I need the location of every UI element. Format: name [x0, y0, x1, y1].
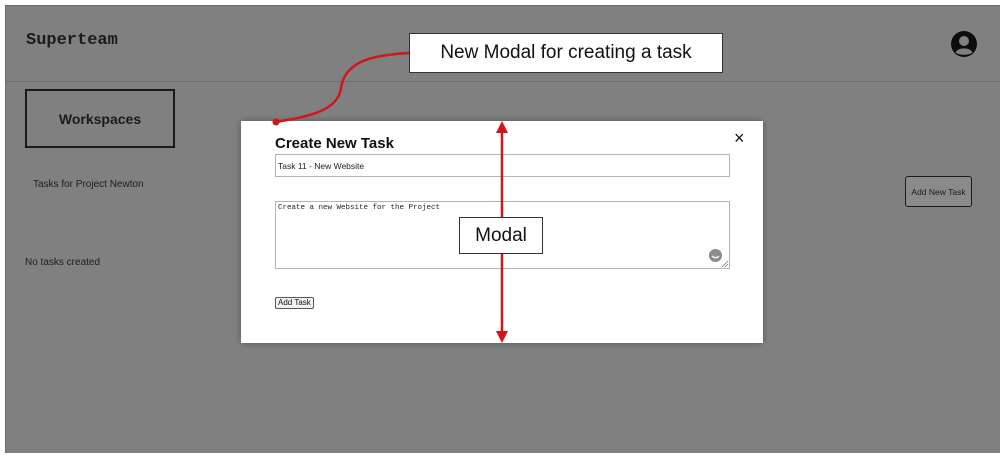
empty-tasks-message: No tasks created	[25, 257, 101, 268]
add-task-button[interactable]: Add Task	[275, 297, 314, 309]
modal-label-callout: Modal	[459, 217, 543, 254]
new-modal-callout: New Modal for creating a task	[409, 33, 723, 73]
modal-height-arrow-top	[496, 121, 508, 133]
tasks-heading: Tasks for Project Newton	[33, 179, 144, 190]
workspaces-button[interactable]: Workspaces	[25, 89, 175, 148]
app-backdrop: Superteam Workspaces Tasks for Project N…	[5, 5, 1000, 453]
modal-height-arrow-bottom	[496, 331, 508, 343]
callout-arrow-tip	[272, 118, 280, 126]
add-new-task-button[interactable]: Add New Task	[905, 176, 972, 207]
modal-title: Create New Task	[275, 135, 394, 152]
brand-logo: Superteam	[26, 31, 118, 50]
callout-arrow-curve	[275, 51, 410, 124]
resize-grip-icon[interactable]	[721, 260, 729, 268]
app-header: Superteam	[6, 6, 1000, 82]
emoji-icon[interactable]	[709, 249, 722, 262]
user-avatar-icon[interactable]	[950, 30, 978, 58]
close-icon[interactable]: ×	[734, 128, 745, 148]
